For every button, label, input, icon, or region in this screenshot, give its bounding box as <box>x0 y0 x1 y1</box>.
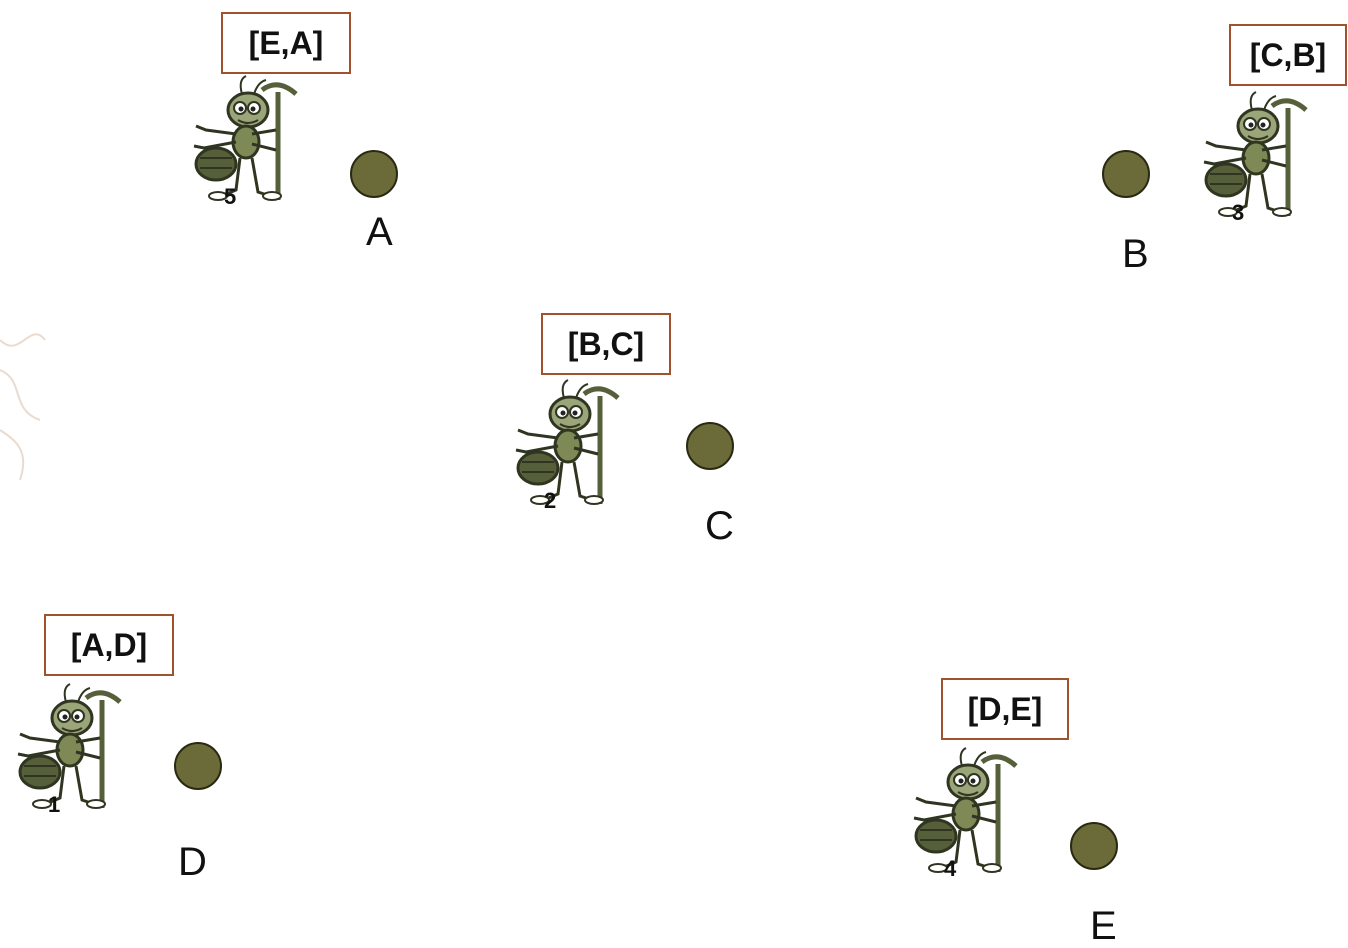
ant-1-tour-label: [A,D] <box>44 614 174 676</box>
ant-4-tour-label: [D,E] <box>941 678 1069 740</box>
node-e-label: E <box>1090 904 1117 948</box>
ant-1-number: 1 <box>48 792 61 817</box>
node-a-label: A <box>366 210 393 254</box>
ant-2-tour-label: [B,C] <box>541 313 671 375</box>
ant-icon <box>508 376 638 516</box>
node-c <box>686 422 734 470</box>
node-a <box>350 150 398 198</box>
node-e <box>1070 822 1118 870</box>
ant-5-tour-label: [E,A] <box>221 12 351 74</box>
ant-2-number: 2 <box>544 488 557 513</box>
ant-3-tour-label: [C,B] <box>1229 24 1347 86</box>
ant-icon <box>1196 88 1326 228</box>
ant-icon <box>906 744 1036 884</box>
ant-4-number: 4 <box>944 856 957 881</box>
ant-icon <box>10 680 140 820</box>
node-d <box>174 742 222 790</box>
node-d-label: D <box>178 840 207 884</box>
decorative-sketch <box>0 333 46 481</box>
node-c-label: C <box>705 504 734 548</box>
ant-5-number: 5 <box>224 184 237 209</box>
node-b-label: B <box>1122 232 1149 276</box>
ant-icon <box>186 72 316 212</box>
node-b <box>1102 150 1150 198</box>
ant-3-number: 3 <box>1232 200 1245 225</box>
